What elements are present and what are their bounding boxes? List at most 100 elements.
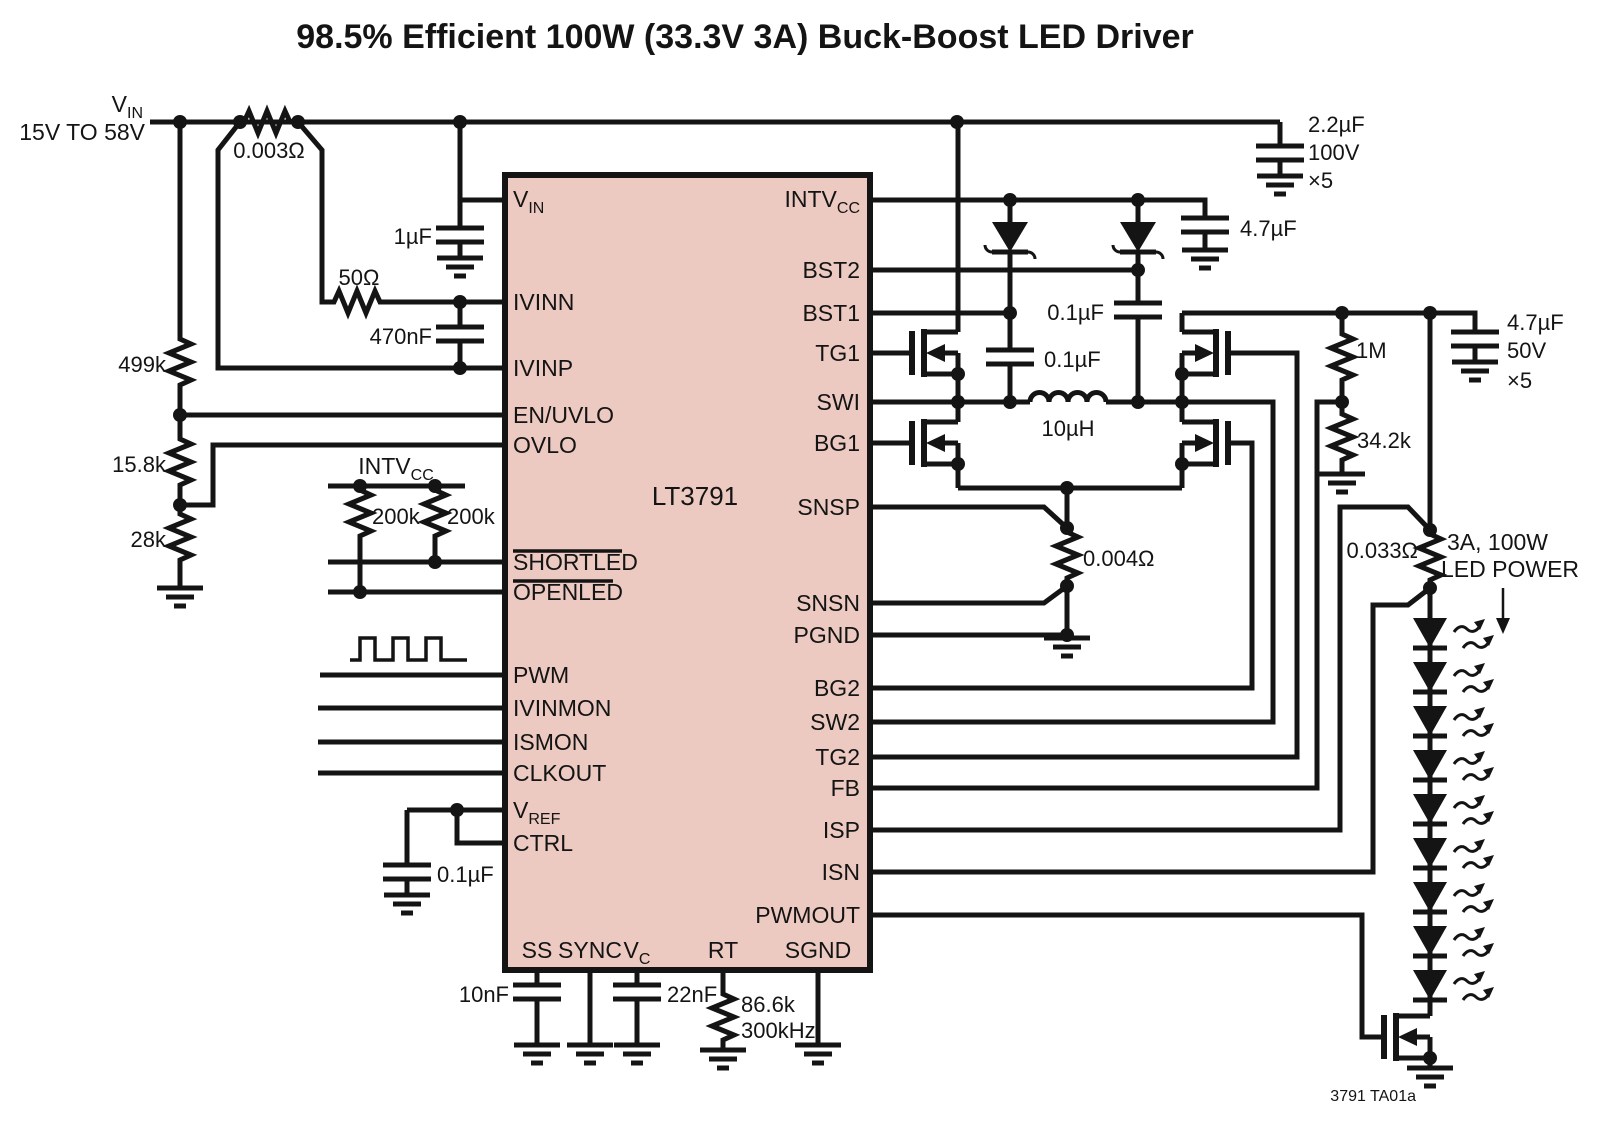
pin-ctrl: CTRL [513, 830, 573, 856]
ground-intvcc-cap [1182, 250, 1228, 268]
capacitor-input [1256, 146, 1304, 160]
pin-sw2: SW2 [810, 709, 860, 735]
resistor-filter-value: 50Ω [339, 265, 380, 290]
pin-intvcc: INTVCC [785, 186, 861, 217]
wire-kelvin-ivinn [296, 120, 330, 305]
capacitor-output-voltage: 50V [1507, 338, 1546, 363]
capacitor-ss [513, 985, 561, 999]
ivinn-filter: 50Ω 470nF [330, 265, 505, 368]
led-1 [1413, 618, 1494, 648]
output-current-arrowhead [1496, 618, 1510, 634]
pin-ismon: ISMON [513, 729, 588, 755]
resistor-pullup-right-value: 200k [447, 504, 496, 529]
wire-vin-pin [457, 122, 505, 258]
resistor-led-sense [1419, 530, 1441, 588]
cap-input-qty: ×5 [1308, 168, 1333, 193]
sync-network [567, 970, 613, 1063]
bst1-network: 0.1µF [870, 310, 1101, 402]
pin-vref: VREF [513, 797, 561, 828]
ic-lt3791: LT3791 VIN IVINN IVINP EN/UVLO OVLO SHOR… [502, 172, 873, 973]
ic-part-number: LT3791 [652, 481, 738, 511]
led-9 [1413, 970, 1494, 1000]
output-note: 3A, 100W LED POWER [1441, 529, 1579, 634]
ground-output-cap [1452, 362, 1498, 380]
ss-network: 10nF [459, 970, 561, 1063]
pin-tg1: TG1 [815, 340, 860, 366]
cap-input-voltage: 100V [1308, 140, 1360, 165]
capacitor-filter-value: 470nF [370, 324, 432, 349]
resistor-pullup-right [424, 486, 446, 544]
inductor-main [1027, 390, 1109, 403]
resistor-uvlo-bot [169, 510, 191, 568]
resistor-fb-top-value: 1M [1356, 338, 1387, 363]
ic-body [502, 172, 873, 973]
resistor-rt-value: 86.6k [741, 992, 796, 1017]
mosfet-bg2 [1175, 419, 1228, 471]
diode-bst2 [1113, 222, 1163, 259]
pin-ivinmon: IVINMON [513, 695, 611, 721]
led-fault-pullups: INTVCC 200k 200k [328, 453, 505, 595]
capacitor-output [1451, 332, 1499, 346]
resistor-pullup-left-value: 200k [372, 504, 421, 529]
pin-sync: SYNC [558, 937, 622, 963]
ground-fb [1319, 474, 1365, 492]
pwm-input [318, 636, 505, 776]
led-string [1413, 588, 1494, 1016]
led-2 [1413, 662, 1494, 692]
pin-bg1: BG1 [814, 430, 860, 456]
output-note-line1: 3A, 100W [1447, 529, 1548, 555]
pwm-dimming-fet [870, 912, 1453, 1086]
pin-ivinp: IVINP [513, 355, 573, 381]
input-sense-resistor: 0.003Ω [215, 111, 505, 371]
pin-sgnd: SGND [785, 937, 851, 963]
pin-vc: VC [624, 937, 651, 968]
wire-ovlo [180, 442, 505, 508]
led-3 [1413, 706, 1494, 736]
capacitor-ss-value: 10nF [459, 982, 509, 1007]
capacitor-output-qty: ×5 [1507, 368, 1532, 393]
wire-fb [870, 399, 1342, 791]
pin-rt: RT [708, 937, 738, 963]
capacitor-intvcc [1181, 218, 1229, 232]
resistor-fb-bot [1331, 410, 1353, 468]
rt-frequency: 300kHz [741, 1018, 816, 1043]
pin-en-uvlo: EN/UVLO [513, 402, 614, 428]
intvcc-network: 4.7µF [870, 197, 1297, 313]
vin-label: VIN [112, 91, 143, 122]
capacitor-bst1 [986, 350, 1034, 364]
wire-isn [870, 586, 1432, 875]
wire-pwmout [870, 912, 1384, 1040]
pin-ivinn: IVINN [513, 289, 574, 315]
ground-vc [614, 1045, 660, 1063]
ground-rt [700, 1050, 746, 1068]
output-note-line2: LED POWER [1441, 556, 1579, 582]
capacitor-vin [436, 228, 484, 242]
inductor-main-value: 10µH [1041, 416, 1094, 441]
capacitor-ctrl [383, 865, 431, 879]
pin-ss: SS [522, 937, 553, 963]
led-5 [1413, 794, 1494, 824]
pin-swi: SWI [817, 389, 860, 415]
wire-output-cap [1430, 310, 1478, 362]
capacitor-bst1-value: 0.1µF [1044, 347, 1101, 372]
wire-bg2-gate [870, 440, 1255, 691]
rt-network: 86.6k 300kHz [700, 970, 816, 1068]
current-sense-network: 0.004Ω [870, 504, 1155, 656]
pin-pgnd: PGND [794, 622, 860, 648]
resistor-uvlo-mid-value: 15.8k [112, 452, 167, 477]
ground-led-string [1407, 1068, 1453, 1086]
cap-input-value: 2.2µF [1308, 112, 1365, 137]
led-8 [1413, 926, 1494, 956]
capacitor-vc [613, 985, 661, 999]
resistor-uvlo-mid [169, 435, 191, 493]
pwm-waveform-icon [350, 636, 467, 662]
figure-tag: 3791 TA01a [1330, 1088, 1416, 1105]
resistor-input-sense-value: 0.003Ω [233, 138, 305, 163]
wire-snsp [870, 504, 1069, 530]
pin-snsp: SNSP [797, 494, 860, 520]
vref-ctrl: 0.1µF [383, 807, 505, 913]
cap-input-bulk: 2.2µF 100V ×5 [1256, 112, 1365, 194]
pin-bst2: BST2 [802, 257, 860, 283]
pin-isn: ISN [822, 859, 860, 885]
